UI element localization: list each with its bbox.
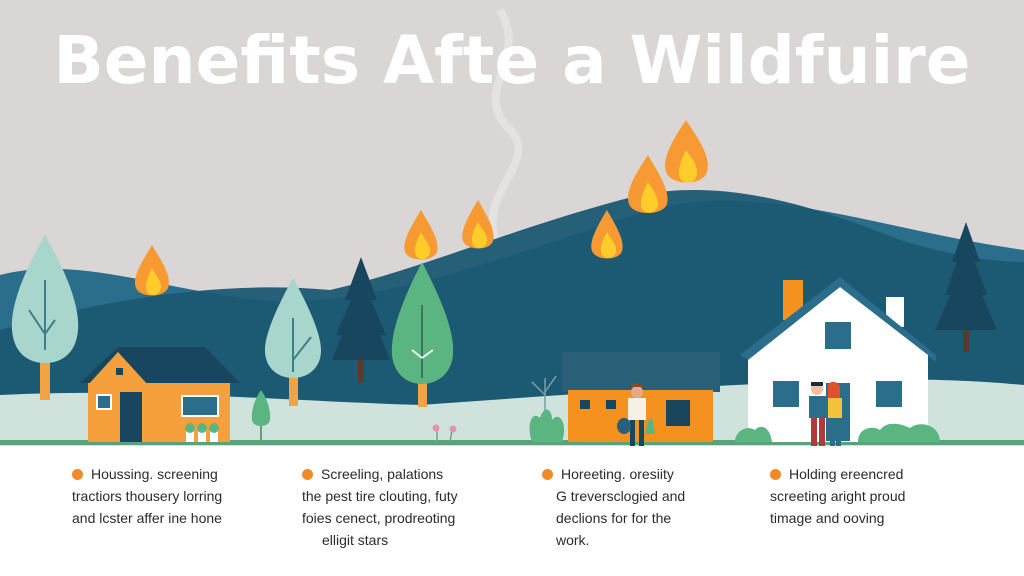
flame-icon bbox=[665, 120, 708, 183]
orange-dot-icon bbox=[542, 469, 553, 480]
flowers-icon bbox=[432, 424, 457, 443]
smoke-icon bbox=[488, 7, 523, 242]
pine-tree-icon bbox=[332, 257, 390, 382]
benefit-text: the pest tire clouting, futy bbox=[302, 488, 458, 504]
benefit-heading: Screeling, palations bbox=[321, 466, 444, 482]
benefit-text: G treversclogied and bbox=[556, 488, 686, 504]
benefit-heading: Holding ereencred bbox=[789, 466, 904, 482]
page-title: Benefits Afte a Wildfuire bbox=[53, 22, 971, 99]
orange-house-left bbox=[80, 347, 240, 442]
flame-icon bbox=[404, 210, 438, 260]
orange-dot-icon bbox=[770, 469, 781, 480]
flame-icon bbox=[628, 155, 668, 213]
benefit-item: Holding ereencred screeting aright proud… bbox=[770, 463, 905, 529]
pine-tree-icon bbox=[935, 222, 997, 352]
bush-icon bbox=[529, 375, 565, 442]
benefit-text: foies cenect, prodreoting bbox=[302, 510, 456, 526]
benefit-heading: Houssing. screening bbox=[91, 466, 218, 482]
tree-icon bbox=[391, 262, 454, 407]
flame-icon bbox=[591, 210, 623, 259]
benefit-text: timage and ooving bbox=[770, 510, 885, 526]
flame-icon bbox=[134, 245, 169, 296]
benefit-item: Screeling, palations the pest tire clout… bbox=[302, 463, 458, 551]
benefit-text: and lcster affer ine hone bbox=[72, 510, 222, 526]
couple-at-door bbox=[809, 381, 842, 446]
benefit-item: Horeeting. oresiity G treversclogied and… bbox=[542, 463, 685, 551]
benefit-text: screeting aright proud bbox=[770, 488, 906, 504]
landscape-scene bbox=[0, 7, 1024, 446]
person-with-bags bbox=[617, 383, 655, 446]
ground-line bbox=[0, 440, 1024, 445]
small-tree-icon bbox=[251, 390, 271, 442]
tree-icon bbox=[264, 278, 322, 406]
benefit-heading: Horeeting. oresiity bbox=[561, 466, 674, 482]
tree-icon bbox=[11, 235, 79, 400]
wildfire-illustration: Benefits Afte a Wildfuire bbox=[0, 0, 1024, 446]
benefit-text: elligit stars bbox=[322, 532, 389, 548]
benefit-text: work. bbox=[556, 532, 590, 548]
orange-dot-icon bbox=[302, 469, 313, 480]
benefit-text: declions for for the bbox=[556, 510, 672, 526]
orange-dot-icon bbox=[72, 469, 83, 480]
benefit-item: Houssing. screening tractiors thousery l… bbox=[72, 463, 222, 529]
benefits-list: Houssing. screening tractiors thousery l… bbox=[0, 463, 1024, 576]
flame-icon bbox=[462, 200, 494, 249]
white-house-right bbox=[735, 277, 940, 442]
benefit-text: tractiors thousery lorring bbox=[72, 488, 223, 504]
